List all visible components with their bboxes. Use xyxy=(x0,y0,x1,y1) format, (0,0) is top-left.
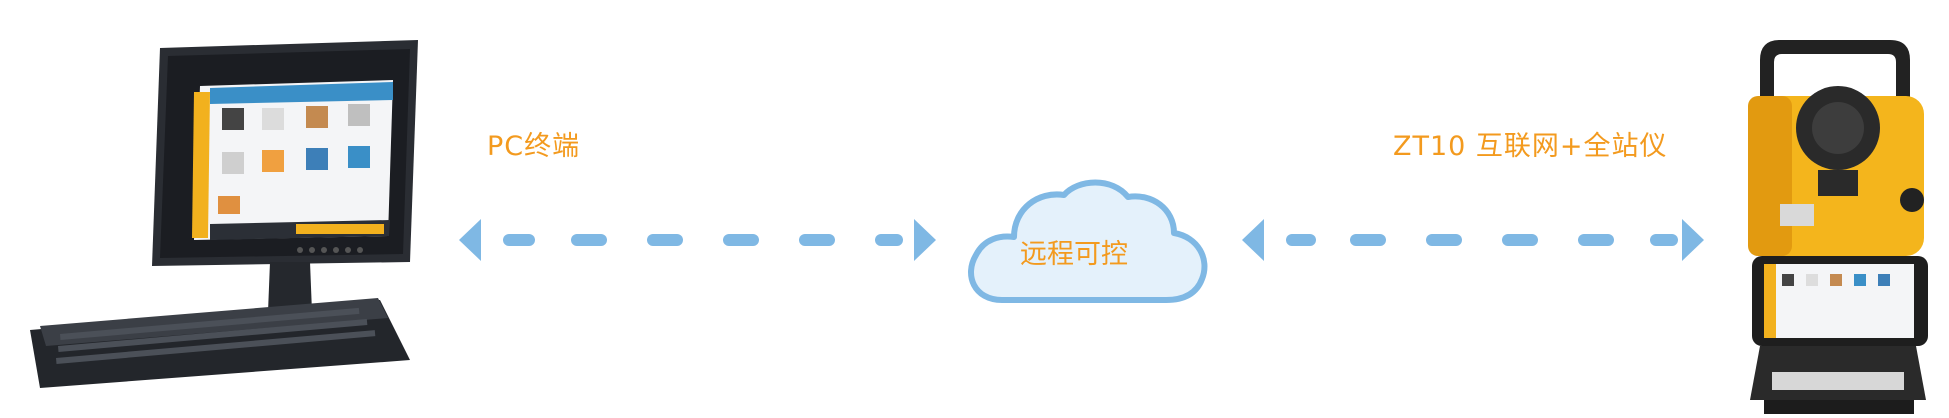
desktop-computer-icon xyxy=(30,40,418,388)
total-station-icon xyxy=(1748,40,1928,414)
cloud-icon xyxy=(968,179,1208,303)
arrow-right-icon xyxy=(914,219,936,261)
cloud-label: 远程可控 xyxy=(1020,239,1128,270)
right-link xyxy=(1242,219,1704,261)
arrow-right-icon xyxy=(1682,219,1704,261)
arrow-left-icon xyxy=(459,219,481,261)
arrow-left-icon xyxy=(1242,219,1264,261)
left-link xyxy=(459,219,936,261)
pc-terminal-label: PC终端 xyxy=(487,131,581,162)
total-station-label: ZT10 互联网+全站仪 xyxy=(1393,131,1668,162)
